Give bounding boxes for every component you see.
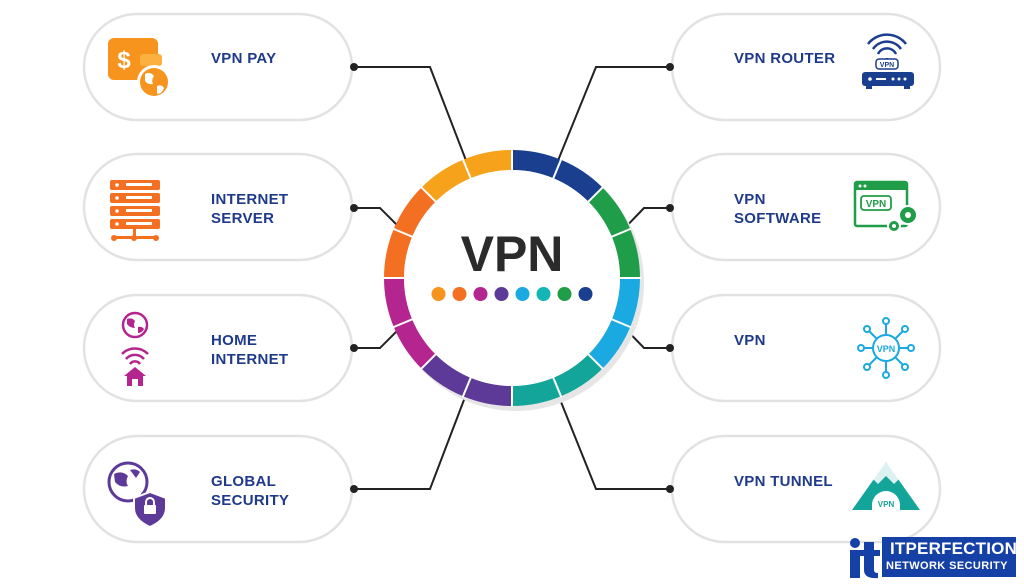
hub-inner <box>404 170 620 386</box>
hub-dot <box>557 287 572 301</box>
ring-tick <box>461 376 472 398</box>
hub-dots <box>431 287 593 301</box>
label-vpn: VPN <box>734 332 766 349</box>
ring-tick <box>420 352 438 370</box>
connector-global-security <box>354 391 468 490</box>
hub-dot <box>431 287 446 301</box>
label-global-security: GLOBAL SECURITY <box>211 473 290 509</box>
connector-vpn-tunnel <box>556 391 670 490</box>
hub-ring <box>383 149 641 407</box>
label-vpn-pay: VPN PAY <box>211 50 277 67</box>
ring-tick <box>461 158 472 180</box>
svg-text:$: $ <box>117 47 131 74</box>
brand-it-mark-icon <box>850 538 880 579</box>
vpn-software-badge: VPN <box>866 199 887 210</box>
ring-segment <box>421 354 512 406</box>
hub-dot <box>578 287 593 301</box>
ring-tick <box>552 376 563 398</box>
svg-text:VPN: VPN <box>880 62 894 69</box>
ring-segment <box>384 278 436 369</box>
ring-segment <box>384 187 436 278</box>
ring-segment <box>588 278 640 369</box>
software-window-gears-icon: VPN <box>853 180 918 233</box>
label-vpn-software: VPN SOFTWARE <box>734 191 822 227</box>
home-wifi-icon <box>121 311 149 386</box>
hub-dot <box>515 287 530 301</box>
server-rack-icon <box>110 180 160 241</box>
label-vpn-tunnel: VPN TUNNEL <box>734 473 833 490</box>
ring-tick <box>392 227 414 238</box>
brand-name: ITPERFECTION <box>890 539 1018 558</box>
ring-segment <box>512 354 603 406</box>
brand-tagline: NETWORK SECURITY <box>886 560 1008 572</box>
ring-segment <box>421 150 512 202</box>
connectors <box>354 66 670 490</box>
connector-vpn-pay <box>354 66 468 164</box>
tunnel-mountain-icon: VPN <box>852 462 920 510</box>
hub-dot <box>473 287 488 301</box>
hub-dot <box>494 287 509 301</box>
ring-segment <box>588 187 640 278</box>
router-icon: VPN <box>862 33 914 89</box>
connector-vpn-router <box>556 66 670 164</box>
hub-title: VPN <box>461 226 564 282</box>
label-internet-server: INTERNET SERVER <box>211 191 289 227</box>
globe-shield-icon <box>107 461 167 529</box>
ring-tick <box>552 158 563 180</box>
dollar-wallet-globe-icon: $ <box>108 38 171 99</box>
label-vpn-router: VPN ROUTER <box>734 50 836 67</box>
hub-dot <box>536 287 551 301</box>
ring-segment <box>512 150 603 202</box>
ring-tick <box>420 186 438 204</box>
ring-tick <box>586 186 604 204</box>
ring-tick <box>610 318 632 329</box>
vpn-tunnel-badge: VPN <box>878 500 895 509</box>
hub-dot <box>452 287 467 301</box>
ring-tick <box>586 352 604 370</box>
network-hub-icon: VPN <box>857 317 915 379</box>
brand-box <box>882 537 1016 577</box>
brand-logo: ITPERFECTION NETWORK SECURITY <box>842 536 1018 580</box>
connector-dots <box>350 63 674 493</box>
ring-tick <box>610 227 632 238</box>
vpn-hub-badge: VPN <box>877 344 896 354</box>
label-home-internet: HOME INTERNET <box>211 332 289 368</box>
ring-tick <box>392 318 414 329</box>
